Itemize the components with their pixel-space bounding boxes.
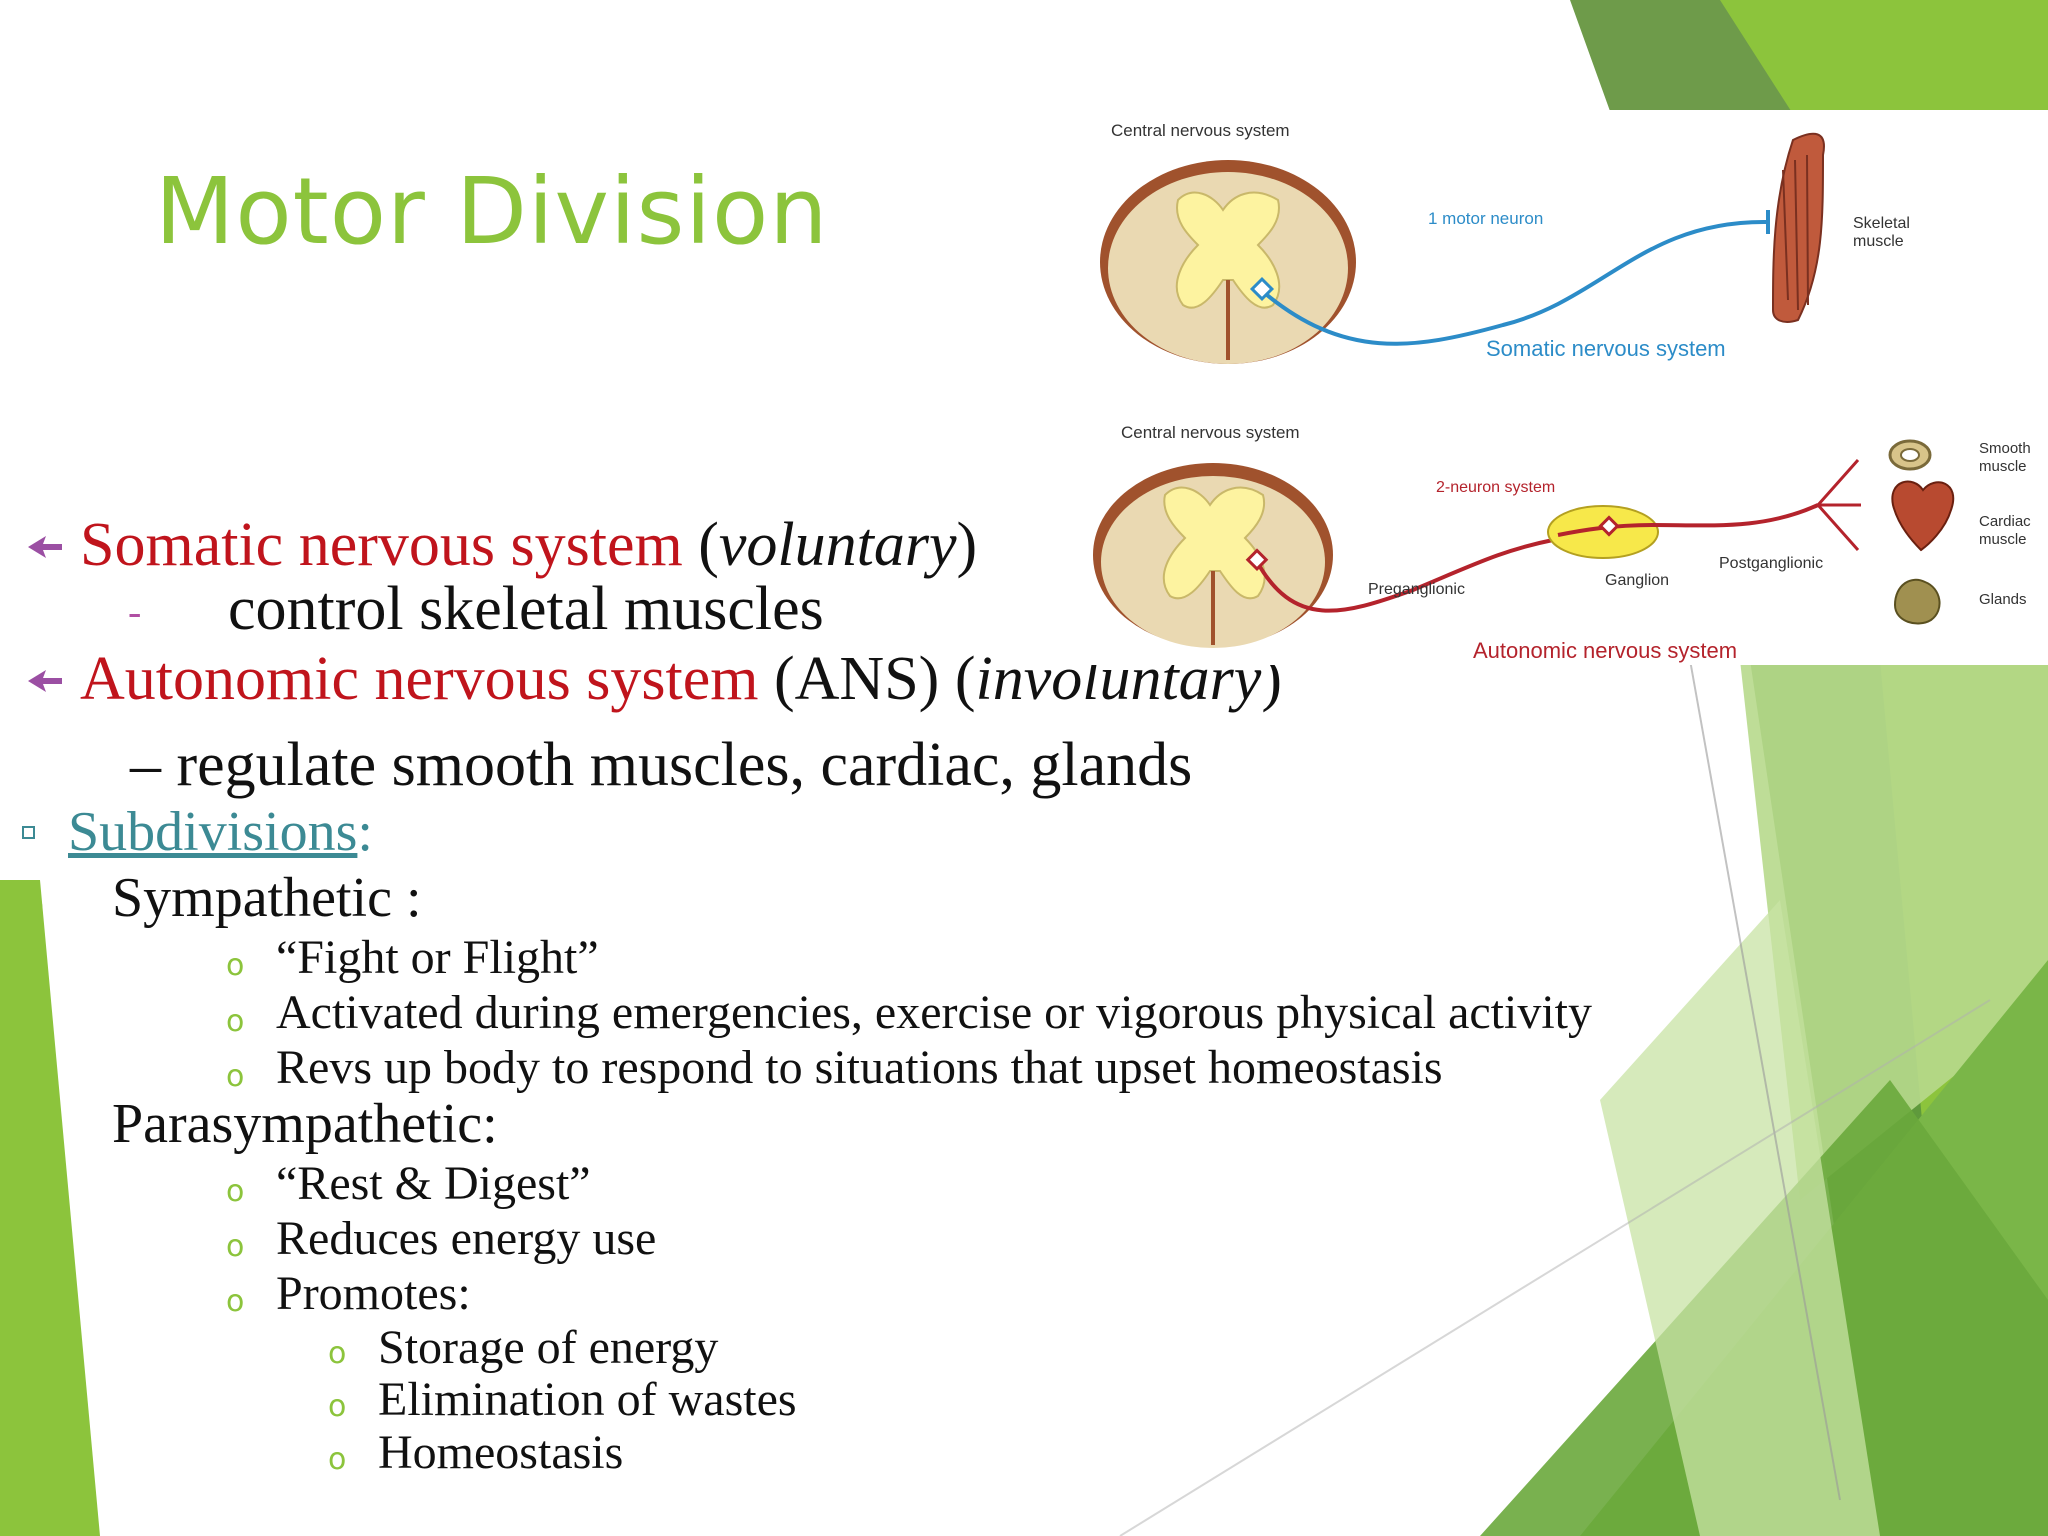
parasympathetic-item: Promotes: — [276, 1267, 471, 1320]
somatic-sub-bullet: - — [128, 589, 142, 634]
square-bullet-icon — [22, 826, 35, 839]
somatic-open: ( — [682, 511, 719, 579]
promotes-item: Storage of energy — [378, 1321, 719, 1374]
somatic-qualifier: voluntary — [718, 511, 957, 579]
smooth-label-1: Smooth — [1979, 440, 2031, 457]
autonomic-abbr: (ANS) ( — [758, 645, 976, 713]
arrow-bullet-icon — [28, 670, 62, 692]
cardiac-label-2: muscle — [1979, 531, 2027, 548]
somatic-system-label: Somatic nervous system — [1486, 336, 1726, 361]
postganglionic-line — [1557, 503, 1819, 537]
sympathetic-item: Activated during emergencies, exercise o… — [276, 986, 1593, 1039]
circle-bullet-icon: o — [328, 1389, 347, 1424]
circle-bullet-icon: o — [226, 1284, 245, 1319]
spinal-cord-icon — [1100, 160, 1356, 364]
parasympathetic-item: “Rest & Digest” — [276, 1157, 591, 1210]
circle-bullet-icon: o — [226, 948, 245, 983]
somatic-term: Somatic nervous system — [80, 511, 683, 579]
skeletal-label-1: Skeletal — [1853, 215, 1910, 232]
circle-bullet-icon: o — [226, 1059, 245, 1094]
two-neuron-label: 2-neuron system — [1436, 479, 1555, 496]
preganglionic-label: Preganglionic — [1368, 581, 1465, 598]
ganglion-icon — [1547, 505, 1659, 559]
ganglion-label: Ganglion — [1605, 572, 1669, 589]
spinal-cord-icon — [1093, 463, 1333, 648]
somatic-line: Somatic nervous system (voluntary) — [80, 510, 977, 581]
circle-bullet-icon: o — [328, 1336, 347, 1371]
circle-bullet-icon: o — [20, 1108, 45, 1154]
nervous-system-diagram: Central nervous system 1 motor neuron Sk… — [1083, 110, 2048, 665]
cardiac-label-1: Cardiac — [1979, 513, 2031, 530]
diagram-cns-label: Central nervous system — [1121, 423, 1300, 442]
circle-bullet-icon: o — [226, 1174, 245, 1209]
somatic-sub: control skeletal muscles — [228, 575, 824, 643]
skeletal-label-2: muscle — [1853, 233, 1904, 250]
circle-bullet-icon: o — [226, 1004, 245, 1039]
smooth-label-2: muscle — [1979, 458, 2027, 475]
autonomic-sub: – regulate smooth muscles, cardiac, glan… — [130, 731, 1193, 799]
sympathetic-item: Revs up body to respond to situations th… — [276, 1041, 1443, 1094]
motor-neuron-label: 1 motor neuron — [1428, 209, 1543, 228]
motor-neuron-line — [1259, 219, 1769, 346]
promotes-item: Elimination of wastes — [378, 1373, 797, 1426]
smooth-muscle-icon — [1888, 439, 1932, 471]
somatic-close: ) — [956, 511, 978, 579]
skeletal-muscle-icon — [1771, 132, 1825, 323]
circle-bullet-icon: o — [328, 1442, 347, 1477]
parasympathetic-item: Reduces energy use — [276, 1212, 657, 1265]
preganglionic-line — [1253, 538, 1554, 613]
autonomic-term: Autonomic nervous system — [80, 645, 759, 713]
circle-bullet-icon: o — [20, 882, 45, 928]
parasympathetic-label: Parasympathetic: — [112, 1093, 498, 1155]
sympathetic-item: “Fight or Flight” — [276, 931, 599, 984]
arrow-bullet-icon — [28, 536, 62, 558]
autonomic-system-label: Autonomic nervous system — [1473, 638, 1737, 663]
postganglionic-label: Postganglionic — [1719, 555, 1823, 572]
slide-title: Motor Division — [155, 158, 829, 265]
circle-bullet-icon: o — [226, 1229, 245, 1264]
gland-icon — [1893, 578, 1941, 625]
subdivisions-heading: Subdivisions: — [68, 801, 373, 863]
sympathetic-label: Sympathetic : — [112, 867, 422, 929]
heart-icon — [1891, 480, 1955, 552]
subdivisions-link[interactable]: Subdivisions — [68, 801, 358, 863]
promotes-item: Homeostasis — [378, 1426, 624, 1479]
diagram-cns-label: Central nervous system — [1111, 121, 1290, 140]
glands-label: Glands — [1979, 591, 2027, 608]
